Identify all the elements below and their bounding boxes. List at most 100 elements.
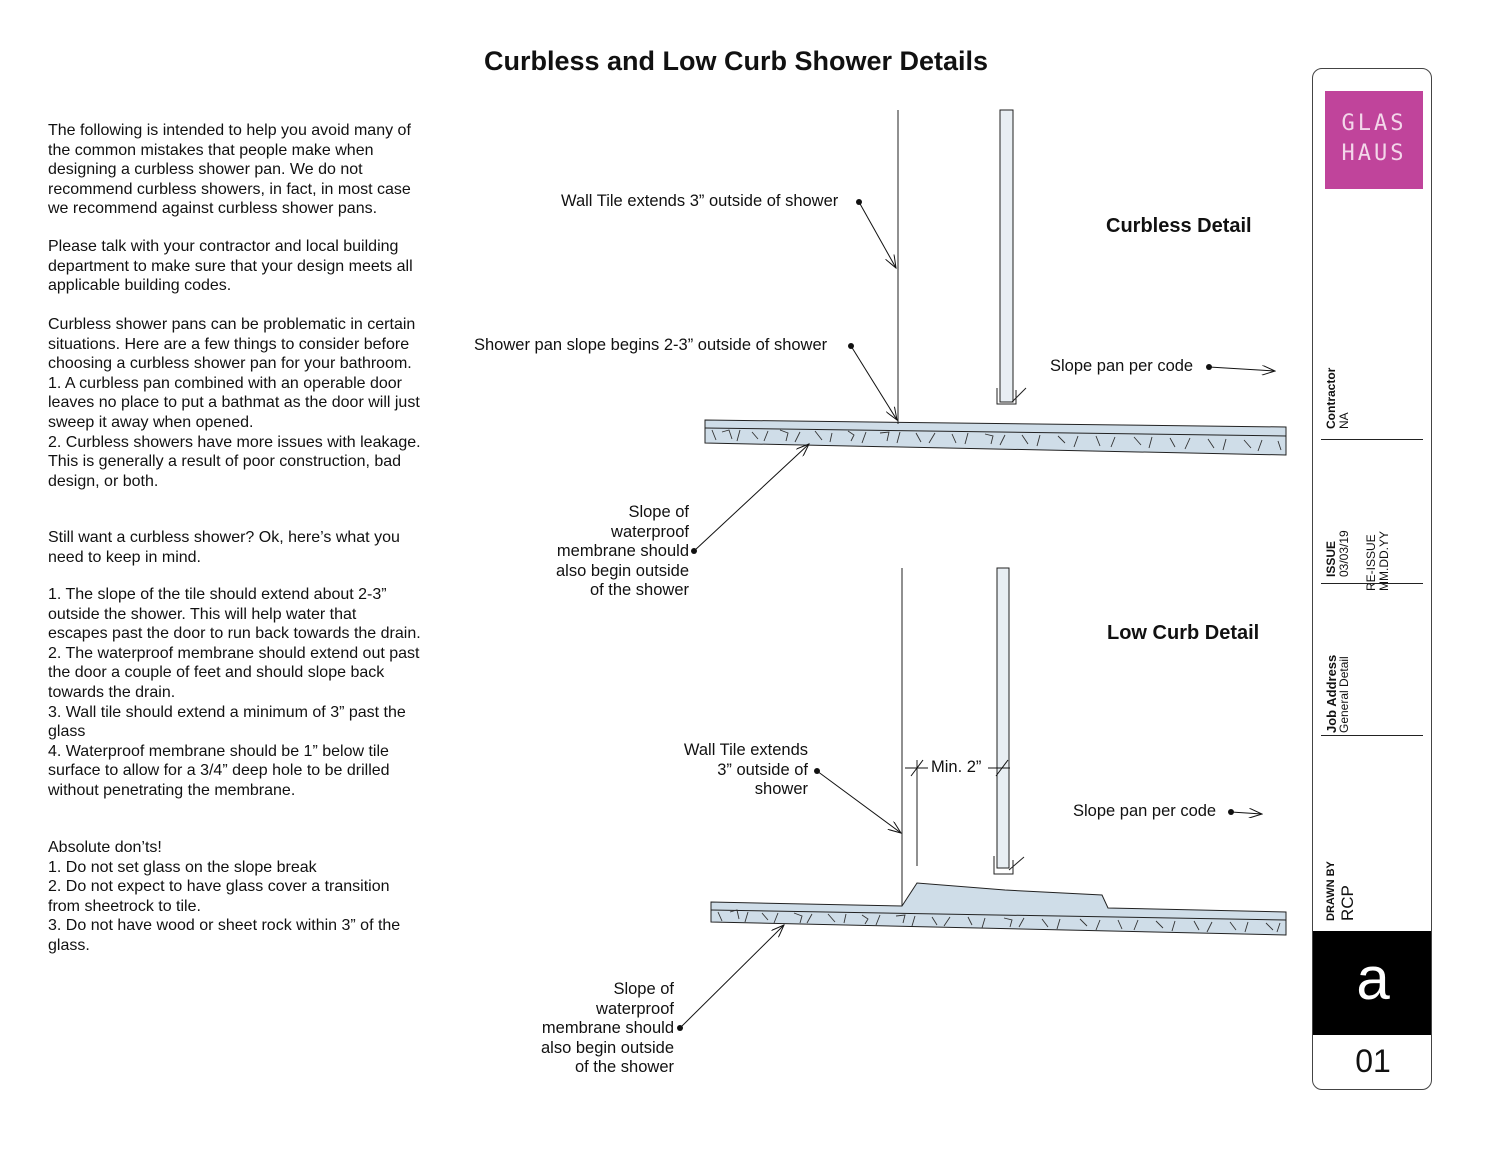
low-curb-tile-line: [710, 909, 1287, 921]
intro-paragraph-1: The following is intended to help you av…: [48, 121, 453, 219]
text-line: shower: [754, 780, 808, 799]
text-line: Wall Tile extends: [683, 741, 808, 759]
wall-tile-label: Wall Tile extends 3” outside of shower: [561, 192, 839, 210]
text-line: escapes past the door to run back toward…: [48, 625, 421, 643]
drawn-by-field: DRAWN BY RCP: [1325, 861, 1357, 921]
leader-slope-begin: [850, 345, 897, 420]
contractor-value: NA: [1337, 412, 1351, 429]
slope-direction-arrow: [1208, 367, 1275, 371]
text-line: situations. Here are a few things to con…: [48, 335, 410, 353]
text-line: outside the shower. This will help water…: [48, 605, 357, 623]
issue-date: 03/03/19: [1337, 530, 1351, 577]
text-line: surface to allow for a 3/4” deep hole to…: [48, 762, 390, 780]
text-line: Curbless shower pans can be problematic …: [48, 316, 416, 333]
curbless-concrete-hatch: [711, 429, 1282, 452]
text-line: Still want a curbless shower? Ok, here’s…: [48, 529, 400, 546]
text-line: 1. Do not set glass on the slope break: [48, 858, 317, 876]
text-line: waterproof: [611, 522, 689, 541]
curbless-glass-panel: [999, 109, 1014, 403]
text-line: 2. The waterproof membrane should extend…: [48, 644, 420, 662]
low-curb-glass-clip: [993, 856, 1025, 875]
text-line: applicable building codes.: [48, 277, 232, 295]
curbless-slab: [704, 419, 1287, 456]
text-line: department to make sure that your design…: [48, 257, 413, 275]
curbless-glass-clip: [996, 387, 1027, 405]
text-line: 3. Wall tile should extend a minimum of …: [48, 703, 406, 721]
text-line: we recommend against curbless shower pan…: [48, 200, 378, 218]
text-line: membrane should: [541, 1019, 674, 1038]
text-line: choosing a curbless shower pan for your …: [48, 355, 412, 373]
sheet-letter: a: [1313, 931, 1431, 1035]
text-line: Slope of: [628, 503, 689, 521]
low-curb-detail-title: Low Curb Detail: [1107, 622, 1260, 644]
text-line: Absolute don’ts!: [48, 839, 162, 856]
text-line: 1. The slope of the tile should extend a…: [48, 586, 387, 603]
logo-text: GLAS: [1341, 111, 1407, 136]
text-line: need to keep in mind.: [48, 548, 201, 566]
curbless-detail-drawing: [691, 109, 1287, 554]
reissue-date: MM.DD.YY: [1377, 531, 1391, 591]
text-line: glass.: [48, 936, 90, 954]
job-address-value: General Detail: [1337, 656, 1351, 733]
text-line: without penetrating the membrane.: [48, 781, 296, 799]
intro-paragraph-5: 1. The slope of the tile should extend a…: [48, 585, 453, 801]
text-line: of the shower: [589, 581, 689, 600]
sheet-number: 01: [1355, 1043, 1391, 1079]
text-line: glass: [48, 723, 86, 741]
leader-membrane: [693, 444, 809, 552]
text-line: Slope of: [613, 980, 674, 998]
dimension-tick: [910, 759, 924, 777]
text-line: 3” outside of: [717, 760, 808, 779]
text-line: also begin outside: [540, 1038, 674, 1057]
text-line: membrane should: [556, 542, 689, 561]
leader-wall-tile: [816, 770, 901, 833]
intro-paragraph-3: Curbless shower pans can be problematic …: [48, 315, 453, 491]
detail-drawings: [677, 109, 1287, 1031]
text-line: This is generally a result of poor const…: [48, 453, 402, 471]
issue-field: ISSUE 03/03/19: [1324, 530, 1351, 577]
text-line: the common mistakes that people make whe…: [48, 141, 374, 159]
text-line: 2. Curbless showers have more issues wit…: [48, 433, 421, 451]
company-logo: GLAS HAUS: [1325, 91, 1423, 189]
divider: [1321, 583, 1423, 584]
low-curb-membrane-label: Slope of waterproof membrane should also…: [505, 980, 674, 1078]
divider: [1321, 439, 1423, 440]
reissue-field: RE-ISSUE MM.DD.YY: [1364, 531, 1391, 591]
text-line: 4. Waterproof membrane should be 1” belo…: [48, 742, 389, 760]
curbless-tile-line: [704, 427, 1287, 437]
membrane-label: Slope of waterproof membrane should also…: [520, 503, 689, 601]
low-curb-slab: [710, 882, 1287, 936]
curbless-detail-title: Curbless Detail: [1106, 215, 1252, 237]
text-line: 3. Do not have wood or sheet rock within…: [48, 917, 401, 935]
drawn-by-label: DRAWN BY: [1325, 861, 1337, 921]
leader-membrane: [679, 925, 784, 1029]
job-address-field: Job Address General Detail: [1324, 655, 1351, 733]
page-title: Curbless and Low Curb Shower Details: [483, 46, 989, 76]
min-dimension-label: Min. 2”: [931, 758, 982, 776]
dimension-tick: [995, 759, 1009, 777]
text-line: of the shower: [574, 1058, 674, 1077]
drawn-by-value: RCP: [1338, 885, 1357, 921]
text-line: 1. A curbless pan combined with an opera…: [48, 374, 403, 392]
title-block: GLAS HAUS Contractor NA ISSUE 03/03/19 R…: [1312, 68, 1432, 1090]
text-line: the door a couple of feet and should slo…: [48, 664, 385, 682]
text-line: sweep it away when opened.: [48, 413, 254, 431]
text-line: 2. Do not expect to have glass cover a t…: [48, 878, 390, 896]
slope-begin-label: Shower pan slope begins 2-3” outside of …: [474, 336, 828, 354]
text-line: towards the drain.: [48, 683, 176, 701]
text-line: recommend curbless showers, in fact, in …: [48, 180, 411, 198]
text-line: waterproof: [596, 999, 674, 1018]
divider: [1321, 735, 1423, 736]
low-curb-glass-panel: [996, 567, 1010, 869]
low-curb-wall-tile-label: Wall Tile extends 3” outside of shower: [640, 741, 808, 800]
text-line: from sheetrock to tile.: [48, 897, 201, 915]
text-line: design, or both.: [48, 472, 159, 490]
contractor-field: Contractor NA: [1324, 368, 1351, 429]
intro-paragraph-6: Absolute don’ts! 1. Do not set glass on …: [48, 838, 453, 956]
text-line: also begin outside: [555, 561, 689, 580]
intro-paragraph-2: Please talk with your contractor and loc…: [48, 237, 453, 296]
low-curb-concrete-hatch: [717, 909, 1281, 933]
text-line: leaves no place to put a bathmat as the …: [48, 394, 420, 412]
logo-text: HAUS: [1341, 141, 1407, 166]
low-curb-slope-code-label: Slope pan per code: [1073, 802, 1217, 820]
